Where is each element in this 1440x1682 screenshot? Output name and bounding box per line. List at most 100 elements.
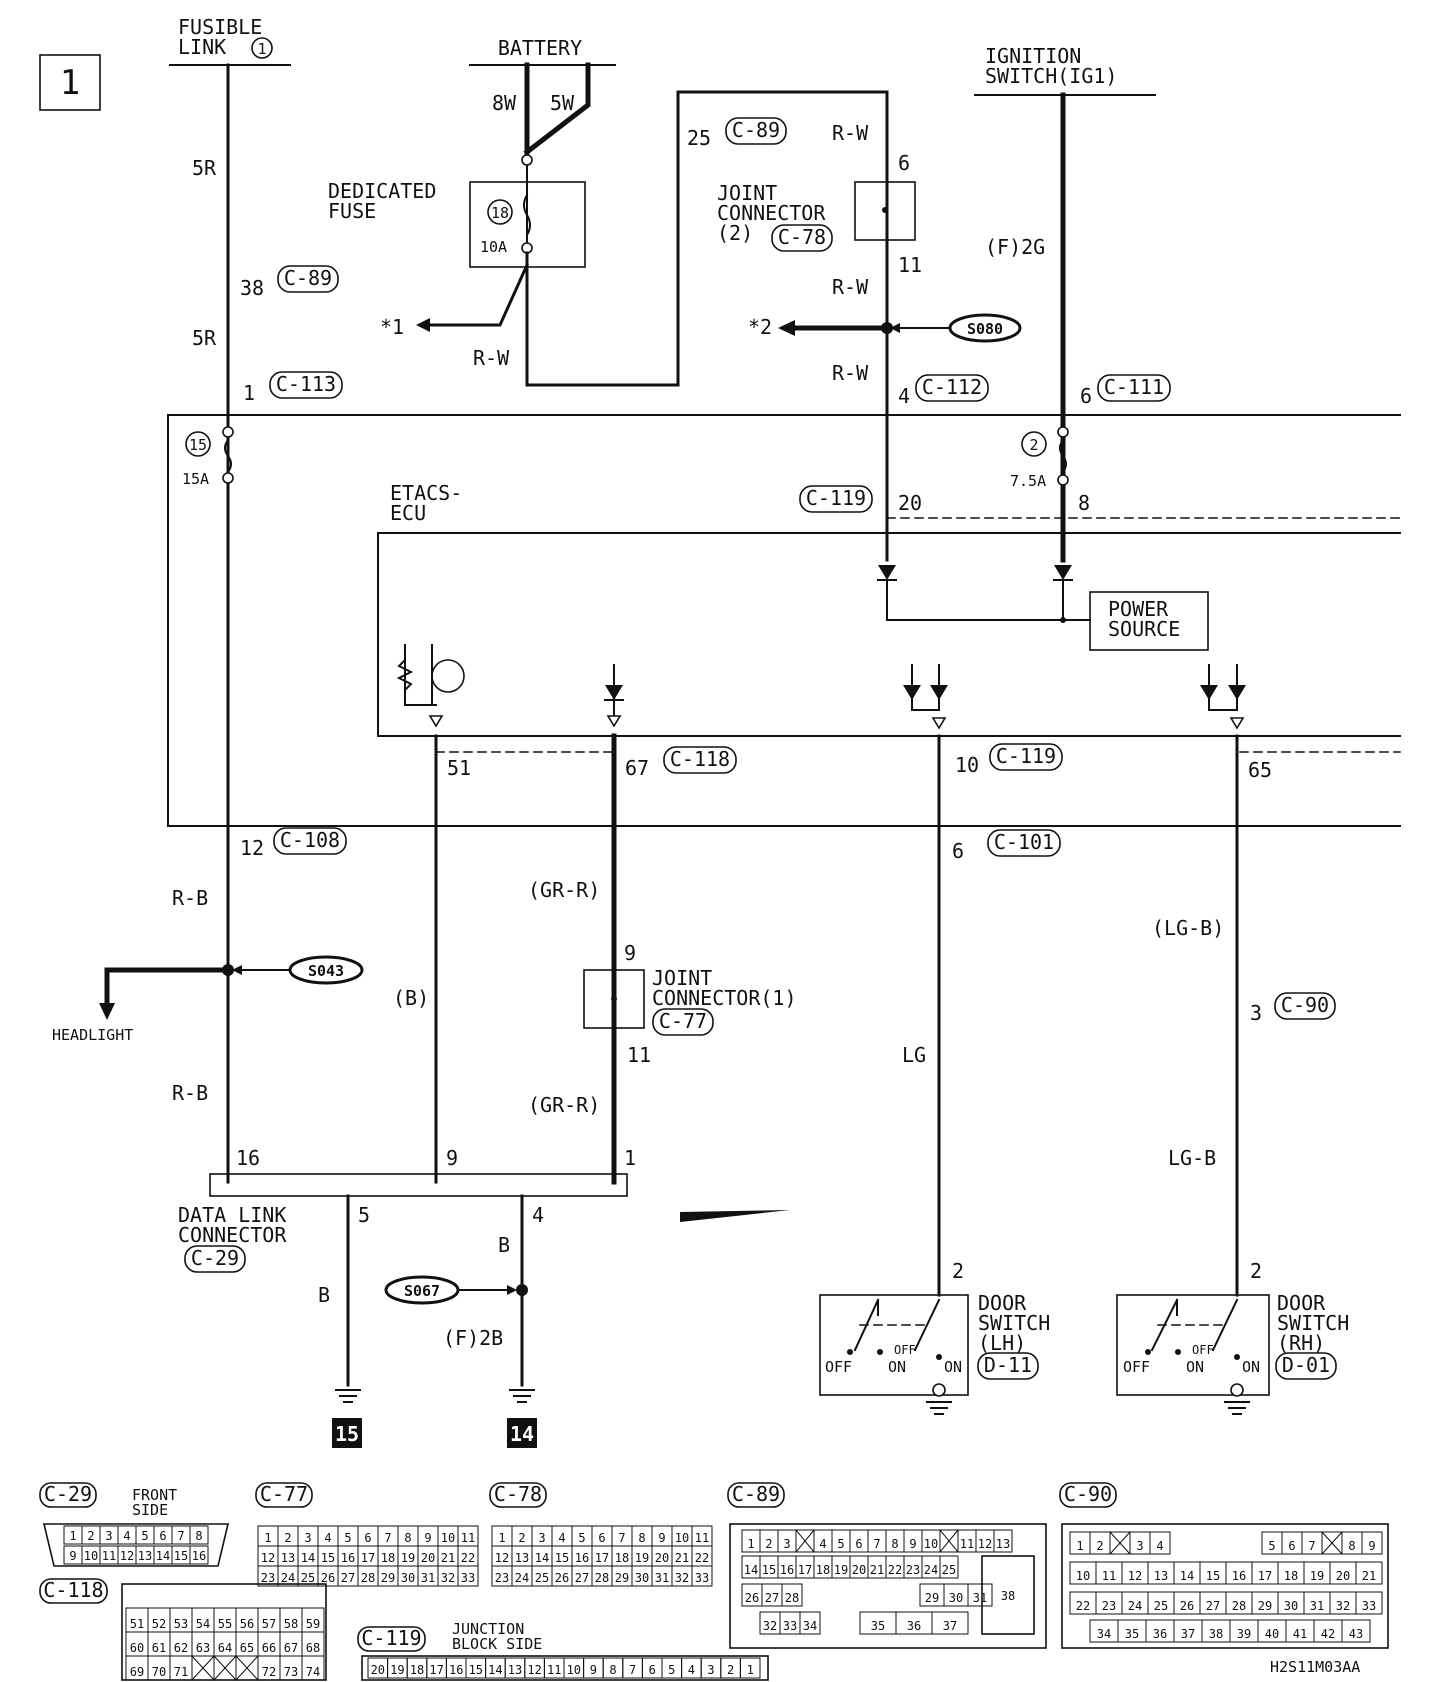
c90-pin: 30 [1284,1599,1298,1613]
connector-tag-label-c113: C-113 [276,372,336,396]
c89-pin: 24 [924,1563,938,1577]
c119-pin: 11 [547,1663,561,1677]
c89-pin: 18 [816,1563,830,1577]
fusible-link-number-circle [251,37,273,59]
c89-pin: 35 [871,1619,885,1633]
connector-tag-c89b [725,117,787,145]
c90-pin: 40 [1265,1627,1279,1641]
c89-outline [729,1523,1047,1649]
c29-outline [42,1523,230,1567]
fuse-18-terminal-top [521,154,533,166]
ecu-power-node [1060,617,1066,623]
c90-pin: 6 [1288,1539,1295,1553]
c90-pin: 27 [1206,1599,1220,1613]
fuse-18-number-circle [487,199,513,225]
c77-pin: 6 [364,1531,371,1545]
ecu-power-bus [886,579,1091,621]
c89-pin: 2 [765,1537,772,1551]
c78-pin: 21 [675,1551,689,1565]
c118-pin: 52 [152,1617,166,1631]
view-tag-c90-label: C-90 [1064,1482,1112,1506]
c89-pin: 9 [909,1537,916,1551]
wire-color-f2b: (F)2B [443,1326,503,1350]
c90-pin: 26 [1180,1599,1194,1613]
c90-pin: 38 [1209,1627,1223,1641]
wire-color-lgb-paren: (LG-B) [1152,916,1224,940]
c77-pin: 32 [441,1571,455,1585]
c78-pin: 14 [535,1551,549,1565]
c89-pin: 23 [906,1563,920,1577]
c89-pin: 25 [942,1563,956,1577]
c118-blank [213,1655,237,1681]
c78-pin: 27 [575,1571,589,1585]
c77-pin: 27 [341,1571,355,1585]
c29-cell [189,1525,209,1545]
splice-s080 [948,313,1022,343]
c119-pin: 18 [410,1663,424,1677]
view-tag-c77 [255,1482,313,1508]
wire-headlight [104,967,231,1008]
c89-pin: 11 [960,1537,974,1551]
joint-connector-2-box [854,181,916,241]
c90-cell [1355,1561,1383,1585]
ecu-diode-1 [878,565,896,580]
c90-pin: 10 [1076,1569,1090,1583]
c90-pin: 19 [1310,1569,1324,1583]
view-tag-c118 [39,1578,108,1604]
c118-pin: 51 [130,1617,144,1631]
c78-pin: 6 [598,1531,605,1545]
c90-pin: 28 [1232,1599,1246,1613]
connector-tag-label-c119b: C-119 [996,744,1056,768]
c90-pin: 22 [1076,1599,1090,1613]
fuse-15-element [224,438,232,474]
connector-tag-label-c119a: C-119 [806,486,866,510]
c90-pin: 14 [1180,1569,1194,1583]
c89-pin: 20 [852,1563,866,1577]
c89-pin: 3 [783,1537,790,1551]
c78-pin: 26 [555,1571,569,1585]
c89-pin: 34 [803,1619,817,1633]
c78-pin: 10 [675,1531,689,1545]
view-tag-c119 [357,1626,426,1652]
pin-11-joint: 11 [898,253,922,277]
c90-pin: 2 [1096,1539,1103,1553]
c29-pin: 1 [69,1529,76,1543]
c29-pin: 12 [120,1549,134,1563]
pin-3: 3 [1250,1001,1262,1025]
pin-10: 10 [955,753,979,777]
c89-cell [967,1583,993,1607]
c90-cell [1361,1531,1383,1555]
ecu-transistor-circuit [396,644,465,728]
wire-color-rb-1: R-B [172,886,208,910]
c119-pin: 3 [707,1663,714,1677]
c119-pin: 7 [629,1663,636,1677]
pin-2-lh: 2 [952,1259,964,1283]
view-tag-c90 [1059,1482,1117,1508]
wire-color-grr-2: (GR-R) [528,1093,600,1117]
c90-pin: 23 [1102,1599,1116,1613]
c90-pin: 31 [1310,1599,1324,1613]
connector-tag-c111 [1097,374,1171,402]
s043-pointer-head [232,965,242,975]
c77-pin: 10 [441,1531,455,1545]
splice-s067-label: S067 [404,1282,440,1300]
connector-tag-label-c77: C-77 [659,1009,707,1033]
c90-pin: 9 [1368,1539,1375,1553]
wire-color-8w: 8W [492,91,517,115]
c90-pin: 18 [1284,1569,1298,1583]
connector-tag-c89a [277,265,339,293]
c119-pin: 6 [649,1663,656,1677]
connector-tag-label-c90: C-90 [1281,993,1329,1017]
ref1-arrow [416,318,430,332]
fuse-15-terminal-top [222,426,234,438]
connector-tag-c29 [184,1245,246,1273]
fuse-2-element [1059,438,1067,474]
pin-4-dlc: 4 [532,1203,544,1227]
c89-blank [939,1529,959,1553]
view-tag-c78-label: C-78 [494,1482,542,1506]
view-tag-c78 [489,1482,547,1508]
fuse-15-number: 15 [189,436,207,454]
c77-pin: 25 [301,1571,315,1585]
c29-pin: 11 [102,1549,116,1563]
